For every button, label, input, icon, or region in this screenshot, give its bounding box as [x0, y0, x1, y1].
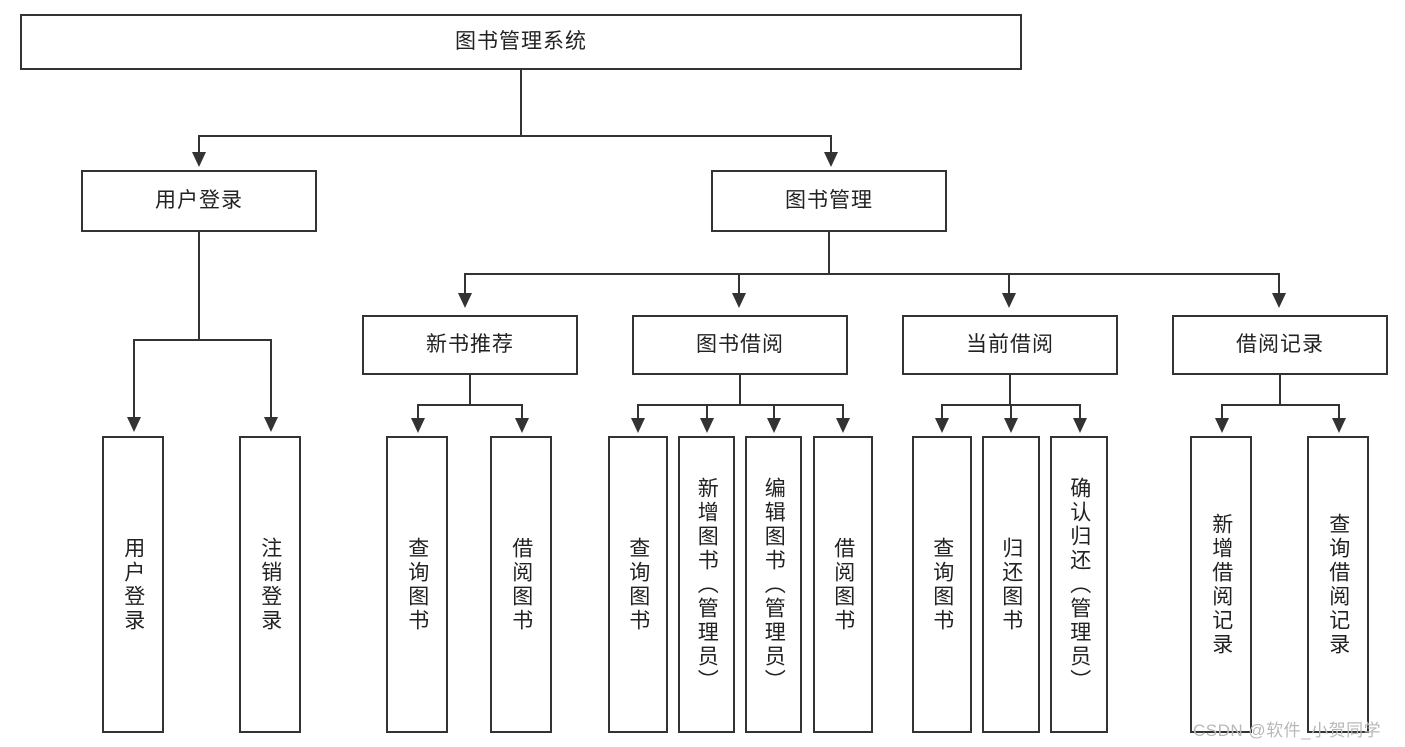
arrowhead-bm-to-book-borrow: [732, 293, 746, 308]
node-book-borrow-label: 图书借阅: [696, 332, 784, 356]
leaf-user-login-login[interactable]: 用户登录: [102, 436, 164, 733]
connector-user-login-stem: [198, 232, 200, 340]
arrowhead-bm-to-new-book: [458, 293, 472, 308]
arrowhead-root-to-user-login: [192, 152, 206, 167]
node-user-login[interactable]: 用户登录: [81, 170, 317, 232]
arrowhead-br-leaf-1: [1215, 418, 1229, 433]
arrowhead-bb-leaf-1: [631, 418, 645, 433]
connector-book-management-stem: [828, 232, 830, 274]
arrowhead-cb-leaf-2: [1004, 418, 1018, 433]
leaf-current-borrow-return[interactable]: 归还图书: [982, 436, 1040, 733]
node-borrow-record-label: 借阅记录: [1236, 332, 1324, 356]
connector-bm-drop-3: [1008, 273, 1010, 295]
connector-user-login-drop-1: [133, 339, 135, 419]
watermark-text: CSDN @软件_小贺同学: [1193, 721, 1382, 740]
arrowhead-new-book-leaf-1: [411, 418, 425, 433]
leaf-user-login-logout-label: 注销登录: [258, 536, 282, 633]
connector-bm-drop-1: [464, 273, 466, 295]
arrowhead-bm-to-current-borrow: [1002, 293, 1016, 308]
node-book-management-label: 图书管理: [785, 188, 873, 212]
leaf-book-borrow-borrow[interactable]: 借阅图书: [813, 436, 873, 733]
connector-bb-drop-1: [637, 404, 639, 420]
leaf-book-borrow-borrow-label: 借阅图书: [831, 536, 855, 633]
leaf-new-book-borrow-label: 借阅图书: [509, 536, 533, 633]
leaf-current-borrow-confirm-label: 确认归还（管理员）: [1067, 476, 1091, 693]
leaf-borrow-record-query-label: 查询借阅记录: [1326, 512, 1350, 657]
node-new-book-recommend-label: 新书推荐: [426, 332, 514, 356]
leaf-book-borrow-edit[interactable]: 编辑图书（管理员）: [745, 436, 802, 733]
connector-new-book-bus: [417, 404, 521, 406]
leaf-book-borrow-add-label: 新增图书（管理员）: [695, 476, 719, 693]
connector-user-login-drop-2: [270, 339, 272, 419]
node-borrow-record[interactable]: 借阅记录: [1172, 315, 1388, 375]
leaf-current-borrow-query[interactable]: 查询图书: [912, 436, 972, 733]
leaf-borrow-record-add[interactable]: 新增借阅记录: [1190, 436, 1252, 733]
connector-bb-drop-3: [773, 404, 775, 420]
connector-br-drop-1: [1221, 404, 1223, 420]
node-new-book-recommend[interactable]: 新书推荐: [362, 315, 578, 375]
connector-current-borrow-stem: [1009, 375, 1011, 405]
arrowhead-cb-leaf-1: [935, 418, 949, 433]
connector-br-drop-2: [1338, 404, 1340, 420]
arrowhead-bb-leaf-2: [700, 418, 714, 433]
leaf-user-login-logout[interactable]: 注销登录: [239, 436, 301, 733]
leaf-book-borrow-query[interactable]: 查询图书: [608, 436, 668, 733]
arrowhead-root-to-book-manage: [824, 152, 838, 167]
arrowhead-user-login-leaf-1: [127, 417, 141, 432]
leaf-new-book-query-label: 查询图书: [405, 536, 429, 633]
connector-bb-drop-2: [706, 404, 708, 420]
leaf-book-borrow-edit-label: 编辑图书（管理员）: [762, 476, 786, 693]
node-book-borrow[interactable]: 图书借阅: [632, 315, 848, 375]
connector-cb-drop-3: [1079, 404, 1081, 420]
connector-root-to-user-login: [198, 135, 200, 155]
leaf-borrow-record-query[interactable]: 查询借阅记录: [1307, 436, 1369, 733]
leaf-borrow-record-add-label: 新增借阅记录: [1209, 512, 1233, 657]
arrowhead-new-book-leaf-2: [515, 418, 529, 433]
connector-bb-drop-4: [842, 404, 844, 420]
connector-new-book-drop-2: [521, 404, 523, 420]
arrowhead-cb-leaf-3: [1073, 418, 1087, 433]
arrowhead-bb-leaf-4: [836, 418, 850, 433]
leaf-user-login-login-label: 用户登录: [121, 536, 145, 633]
leaf-current-borrow-return-label: 归还图书: [999, 536, 1023, 633]
arrowhead-bb-leaf-3: [767, 418, 781, 433]
leaf-book-borrow-query-label: 查询图书: [626, 536, 650, 633]
connector-root-bus: [198, 135, 832, 137]
connector-user-login-bus: [133, 339, 272, 341]
leaf-book-borrow-add[interactable]: 新增图书（管理员）: [678, 436, 735, 733]
connector-borrow-record-bus: [1221, 404, 1338, 406]
connector-book-borrow-stem: [739, 375, 741, 405]
connector-root-stem: [520, 70, 522, 136]
node-user-login-label: 用户登录: [155, 188, 243, 212]
arrowhead-br-leaf-2: [1332, 418, 1346, 433]
node-current-borrow[interactable]: 当前借阅: [902, 315, 1118, 375]
connector-book-management-bus: [464, 273, 1280, 275]
connector-bm-drop-4: [1278, 273, 1280, 295]
connector-new-book-stem: [469, 375, 471, 405]
connector-bm-drop-2: [738, 273, 740, 295]
leaf-new-book-borrow[interactable]: 借阅图书: [490, 436, 552, 733]
connector-cb-drop-1: [941, 404, 943, 420]
leaf-current-borrow-query-label: 查询图书: [930, 536, 954, 633]
arrowhead-bm-to-borrow-record: [1272, 293, 1286, 308]
node-root-label: 图书管理系统: [455, 29, 587, 53]
arrowhead-user-login-leaf-2: [264, 417, 278, 432]
leaf-current-borrow-confirm[interactable]: 确认归还（管理员）: [1050, 436, 1108, 733]
connector-root-to-book-manage: [830, 135, 832, 155]
node-current-borrow-label: 当前借阅: [966, 332, 1054, 356]
connector-new-book-drop-1: [417, 404, 419, 420]
connector-book-borrow-bus: [637, 404, 844, 406]
node-root[interactable]: 图书管理系统: [20, 14, 1022, 70]
node-book-management[interactable]: 图书管理: [711, 170, 947, 232]
leaf-new-book-query[interactable]: 查询图书: [386, 436, 448, 733]
connector-cb-drop-2: [1010, 404, 1012, 420]
connector-borrow-record-stem: [1279, 375, 1281, 405]
